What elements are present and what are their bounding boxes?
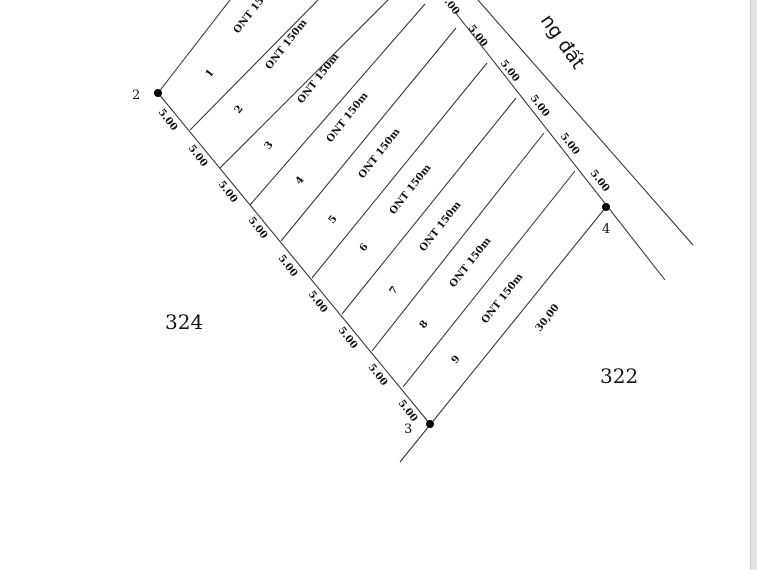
rear-edge-length-9: 5.00	[396, 398, 420, 424]
lot-8-number: 8	[418, 319, 431, 331]
lot-9-number: 9	[450, 354, 463, 366]
rear-edge-length-5: 5.00	[276, 253, 300, 279]
rear-edge-length-3: 5.00	[216, 179, 240, 205]
rear-edge-length-8: 5.00	[366, 362, 390, 388]
corner-label-3: 3	[404, 422, 412, 437]
road-inner-line	[454, 11, 666, 281]
front-edge-length-2: 5.00	[466, 23, 490, 49]
rear-edge-length-1: 5.00	[156, 107, 180, 133]
lot-2-number: 2	[233, 104, 246, 116]
lot-9-landuse: ONT 150m	[480, 271, 526, 326]
lot-3-number: 3	[263, 140, 276, 152]
parcel-number-324: 324	[165, 310, 203, 334]
boundary-line-9	[402, 170, 576, 388]
rear-edge-length-6: 5.00	[306, 289, 330, 315]
lot-5-number: 5	[327, 214, 340, 226]
parcel-number-322: 322	[600, 364, 638, 388]
lot-7-landuse: ONT 150m	[418, 199, 464, 254]
lot-5-landuse: ONT 150m	[357, 126, 403, 181]
front-edge-length-6: 5.00	[588, 168, 612, 194]
lot-1-landuse: ONT 150m	[232, 0, 278, 36]
boundary-line-3	[219, 0, 389, 169]
boundary-line-5	[280, 27, 457, 242]
corner-point-3	[426, 420, 434, 428]
boundary-line-8	[371, 132, 545, 352]
lot-3-landuse: ONT 150m	[296, 51, 342, 106]
boundary-line-7	[341, 97, 517, 315]
boundary-line-2	[189, 0, 319, 131]
corner-label-4: 4	[602, 222, 610, 237]
rear-boundary-line	[157, 92, 431, 425]
corner-point-4	[602, 203, 610, 211]
lot-7-number: 7	[388, 285, 401, 297]
rear-edge-length-4: 5.00	[246, 215, 270, 241]
rear-edge-length-7: 5.00	[336, 325, 360, 351]
boundary-line-1	[157, 0, 231, 94]
road-label: ng đất	[536, 10, 589, 73]
corner-point-2	[154, 89, 162, 97]
side-length-label: 30,00	[534, 302, 562, 333]
boundary-line-4	[249, 3, 426, 206]
front-edge-length-1: 5.00	[438, 0, 462, 17]
corner-label-2: 2	[132, 88, 140, 103]
lot-4-landuse: ONT 150m	[325, 90, 371, 145]
lot-1-number: 1	[204, 68, 217, 80]
lot-4-number: 4	[294, 175, 307, 187]
side-boundary-line	[399, 206, 607, 463]
lot-6-number: 6	[358, 242, 371, 254]
rear-edge-length-2: 5.00	[186, 143, 210, 169]
front-edge-length-5: 5.00	[558, 131, 582, 157]
front-edge-length-4: 5.00	[528, 93, 552, 119]
road-edge-line	[477, 0, 694, 246]
boundary-line-6	[311, 62, 488, 279]
lot-2-landuse: ONT 150m	[264, 17, 310, 72]
